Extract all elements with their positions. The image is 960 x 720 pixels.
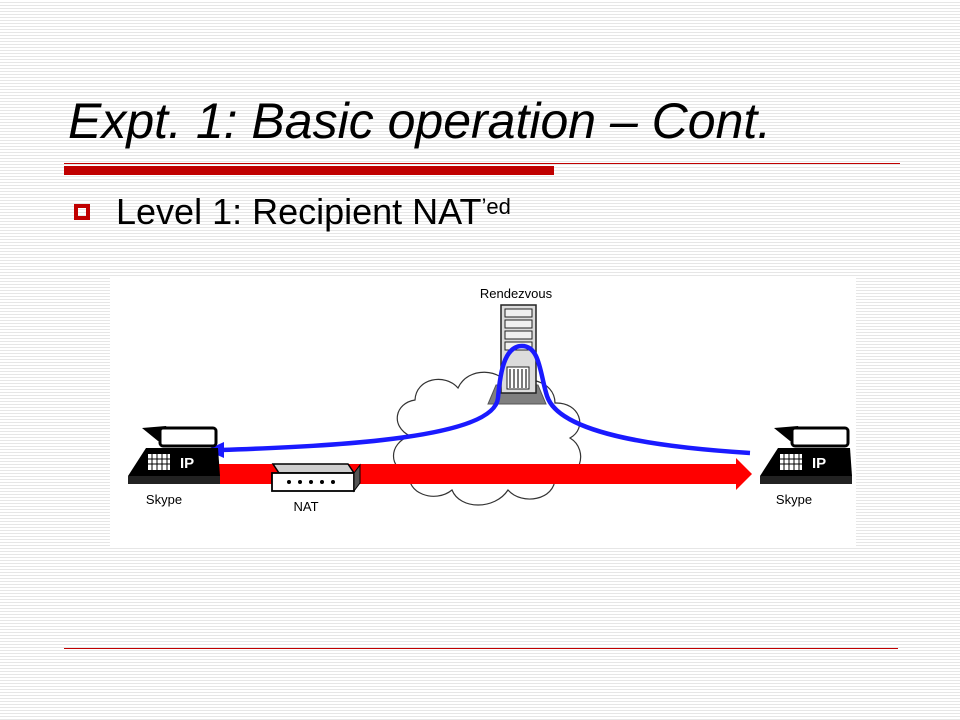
slide-title: Expt. 1: Basic operation – Cont. [68,93,772,149]
internet-cloud-icon [393,371,582,506]
bullet-main-text: Level 1: Recipient NAT [116,191,482,232]
left-skype-label: Skype [146,492,182,507]
right-skype-label: Skype [776,492,812,507]
right-ip-phone-icon: IP [760,426,852,484]
nat-box-icon [271,463,361,493]
title-divider-thin [64,163,900,164]
square-bullet-icon [74,204,90,220]
footer-divider [64,648,898,649]
title-divider-thick [64,166,554,175]
nat-diagram: Rendezvous NAT [110,278,856,546]
bullet-suffix-text: ’ed [481,194,511,219]
nat-label: NAT [293,499,318,514]
rendezvous-label: Rendezvous [480,286,553,301]
bullet-item: Level 1: Recipient NAT’ed [74,194,511,230]
left-ip-phone-icon: IP [128,426,220,484]
bullet-text: Level 1: Recipient NAT’ed [116,194,511,230]
left-phone-ip-label: IP [180,455,194,472]
right-phone-ip-label: IP [812,455,826,472]
